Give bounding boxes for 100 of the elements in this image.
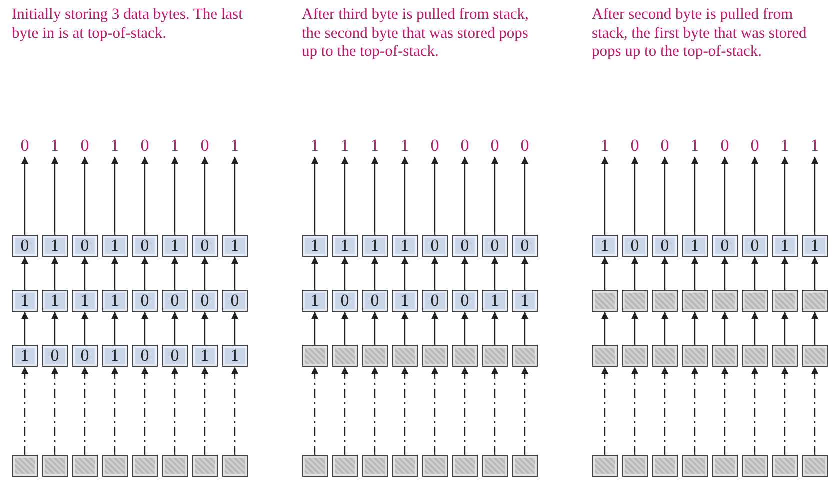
register-cell: 0 (162, 290, 188, 312)
arrow (632, 157, 638, 235)
register-cell: 0 (652, 235, 678, 257)
register-cell: 1 (102, 290, 128, 312)
arrow (22, 157, 28, 235)
arrow (692, 312, 698, 345)
register-cell: 0 (192, 290, 218, 312)
arrow (312, 157, 318, 235)
arrow (202, 312, 208, 345)
empty-register-cell (652, 345, 678, 367)
arrow (432, 312, 438, 345)
arrow (402, 312, 408, 345)
register-cell: 1 (12, 290, 38, 312)
register-cell: 1 (772, 235, 798, 257)
register-cell: 1 (102, 345, 128, 367)
register-cell: 0 (222, 290, 248, 312)
register-cell: 1 (222, 345, 248, 367)
dashed-arrow (492, 367, 498, 455)
arrow (232, 157, 238, 235)
arrow (492, 157, 498, 235)
register-cell: 0 (42, 345, 68, 367)
empty-register-cell (742, 345, 768, 367)
dashed-arrow (462, 367, 468, 455)
output-bit: 1 (392, 135, 418, 157)
empty-register-cell (622, 455, 648, 477)
arrow (492, 257, 498, 290)
empty-register-cell (772, 345, 798, 367)
arrow (82, 312, 88, 345)
register-cell: 1 (302, 235, 328, 257)
empty-register-cell (362, 345, 388, 367)
arrow (462, 257, 468, 290)
register-cell: 0 (132, 290, 158, 312)
register-cell: 0 (332, 290, 358, 312)
dashed-arrow (112, 367, 118, 455)
output-bit: 1 (222, 135, 248, 157)
dashed-arrow (402, 367, 408, 455)
empty-register-cell (742, 455, 768, 477)
dashed-arrow (752, 367, 758, 455)
arrow (82, 157, 88, 235)
register-cell: 1 (802, 235, 828, 257)
output-bit: 0 (12, 135, 38, 157)
register-cell: 0 (162, 345, 188, 367)
register-cell: 1 (102, 235, 128, 257)
register-cell: 0 (742, 235, 768, 257)
arrow (142, 257, 148, 290)
output-bit: 0 (742, 135, 768, 157)
register-cell: 1 (162, 235, 188, 257)
arrow (52, 257, 58, 290)
empty-register-cell (332, 455, 358, 477)
arrow (312, 312, 318, 345)
register-cell: 1 (392, 290, 418, 312)
empty-register-cell (512, 455, 538, 477)
register-cell: 1 (42, 290, 68, 312)
caption-text: After second byte is pulled from stack, the first byte that was stored pops up to the top-of-stack. (592, 6, 808, 62)
register-cell: 0 (512, 235, 538, 257)
empty-register-cell (772, 455, 798, 477)
empty-register-cell (592, 455, 618, 477)
empty-register-cell (392, 455, 418, 477)
arrow (692, 257, 698, 290)
output-bit: 0 (622, 135, 648, 157)
dashed-arrow (812, 367, 818, 455)
arrow (782, 257, 788, 290)
arrow (402, 257, 408, 290)
output-bit: 0 (512, 135, 538, 157)
empty-register-cell (422, 345, 448, 367)
dashed-arrow (522, 367, 528, 455)
output-bit: 0 (482, 135, 508, 157)
arrow (372, 157, 378, 235)
arrow (112, 312, 118, 345)
dashed-arrow (692, 367, 698, 455)
empty-register-cell (712, 290, 738, 312)
output-bit: 0 (132, 135, 158, 157)
caption-text: After third byte is pulled from stack, the second byte that was stored pops up to the top-of-stack. (302, 6, 530, 62)
output-bit: 0 (72, 135, 98, 157)
arrow (232, 312, 238, 345)
empty-register-cell (682, 345, 708, 367)
empty-register-cell (452, 345, 478, 367)
output-bit: 1 (772, 135, 798, 157)
register-cell: 0 (192, 235, 218, 257)
empty-register-cell (682, 290, 708, 312)
arrow (22, 257, 28, 290)
arrow (602, 312, 608, 345)
arrow (752, 257, 758, 290)
register-cell: 0 (482, 235, 508, 257)
dashed-arrow (172, 367, 178, 455)
output-bit: 1 (302, 135, 328, 157)
dashed-arrow (202, 367, 208, 455)
empty-register-cell (712, 455, 738, 477)
register-cell: 1 (332, 235, 358, 257)
arrow (632, 312, 638, 345)
arrow (172, 157, 178, 235)
arrow (172, 257, 178, 290)
register-cell: 0 (72, 235, 98, 257)
arrow (462, 312, 468, 345)
dashed-arrow (142, 367, 148, 455)
arrow (602, 157, 608, 235)
empty-register-cell (332, 345, 358, 367)
arrow (432, 157, 438, 235)
dashed-arrow (632, 367, 638, 455)
register-cell: 0 (712, 235, 738, 257)
